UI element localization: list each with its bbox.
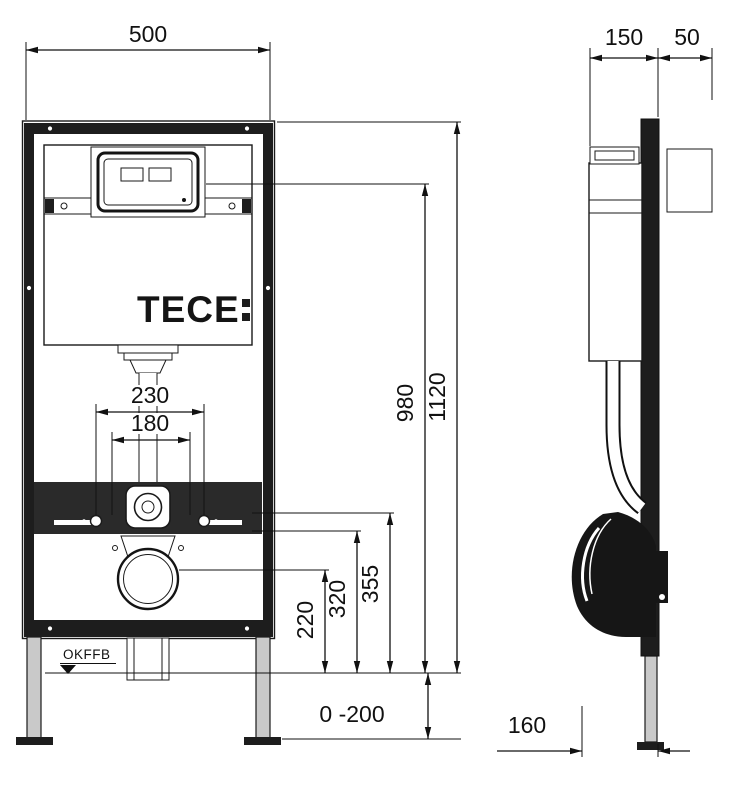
fixing-hole-right	[197, 514, 211, 528]
frame-top-rail	[24, 123, 273, 134]
drain-socket	[116, 547, 180, 611]
brand-logo: TECE	[137, 289, 240, 330]
flush-button	[148, 167, 172, 182]
cistern-tab-left	[45, 199, 54, 213]
screw-dot	[47, 126, 53, 131]
side-bracket-box	[656, 551, 668, 603]
dim-connection-height-label: 320	[324, 580, 350, 618]
side-drain-bend	[571, 512, 668, 637]
logo-colon-dot	[242, 299, 250, 307]
adjustable-foot-left	[26, 636, 42, 739]
dim-frame-depth-label: 150	[605, 24, 643, 50]
mounting-bracket	[34, 482, 262, 534]
screw-dot	[26, 285, 32, 291]
adjustable-foot-right	[255, 636, 271, 739]
dim-foot-adjustment-label: 0 -200	[319, 701, 384, 727]
screw-hole	[228, 202, 236, 210]
side-cistern-body	[588, 162, 643, 362]
flush-button	[120, 167, 144, 182]
side-view	[571, 118, 713, 750]
side-frame-rail	[640, 118, 660, 657]
drain-bend-front	[112, 535, 184, 611]
dim-spacing-inner-label: 180	[131, 410, 169, 436]
cistern-tab-right	[242, 199, 251, 213]
fixing-hole-left	[89, 514, 103, 528]
dim-drain-height-label: 220	[292, 601, 318, 639]
flush-plate-frame	[96, 151, 200, 213]
foot-plate-right	[244, 737, 281, 745]
screw-dot	[244, 626, 250, 631]
flush-plate	[90, 146, 206, 218]
screw-dot	[47, 626, 53, 631]
front-view: TECE	[16, 120, 281, 745]
side-foot-plate	[637, 742, 664, 750]
dim-front-width-label: 500	[129, 21, 167, 47]
floor-datum-label: OKFFB	[63, 647, 111, 662]
front-dimensions: 500 1120 980 355 320 220 0 -200 23	[25, 21, 461, 740]
datum-triangle-icon	[60, 665, 76, 674]
dim-flush-height-label: 980	[392, 384, 418, 422]
logo-colon-dot	[242, 313, 250, 321]
floor-datum: OKFFB	[60, 647, 116, 674]
side-flush-plate	[589, 146, 640, 165]
frame-rail-right	[263, 134, 273, 620]
side-dimensions: 150 50 160	[497, 24, 713, 757]
drain-outlet-box	[126, 637, 170, 681]
dim-spacing-outer-label: 230	[131, 382, 169, 408]
side-foot	[644, 655, 658, 743]
screw-dot	[244, 126, 250, 131]
screw-hole	[60, 202, 68, 210]
frame-bottom-rail	[24, 620, 273, 637]
screw-dot	[265, 285, 271, 291]
dim-drain-depth-label: 160	[508, 712, 546, 738]
dim-wall-offset-label: 50	[674, 24, 700, 50]
wall-bracket-box	[666, 148, 713, 213]
foot-plate-left	[16, 737, 53, 745]
frame-rail-left	[24, 134, 34, 620]
dim-bracket-height-label: 355	[357, 565, 383, 603]
dim-total-height-label: 1120	[424, 372, 450, 421]
